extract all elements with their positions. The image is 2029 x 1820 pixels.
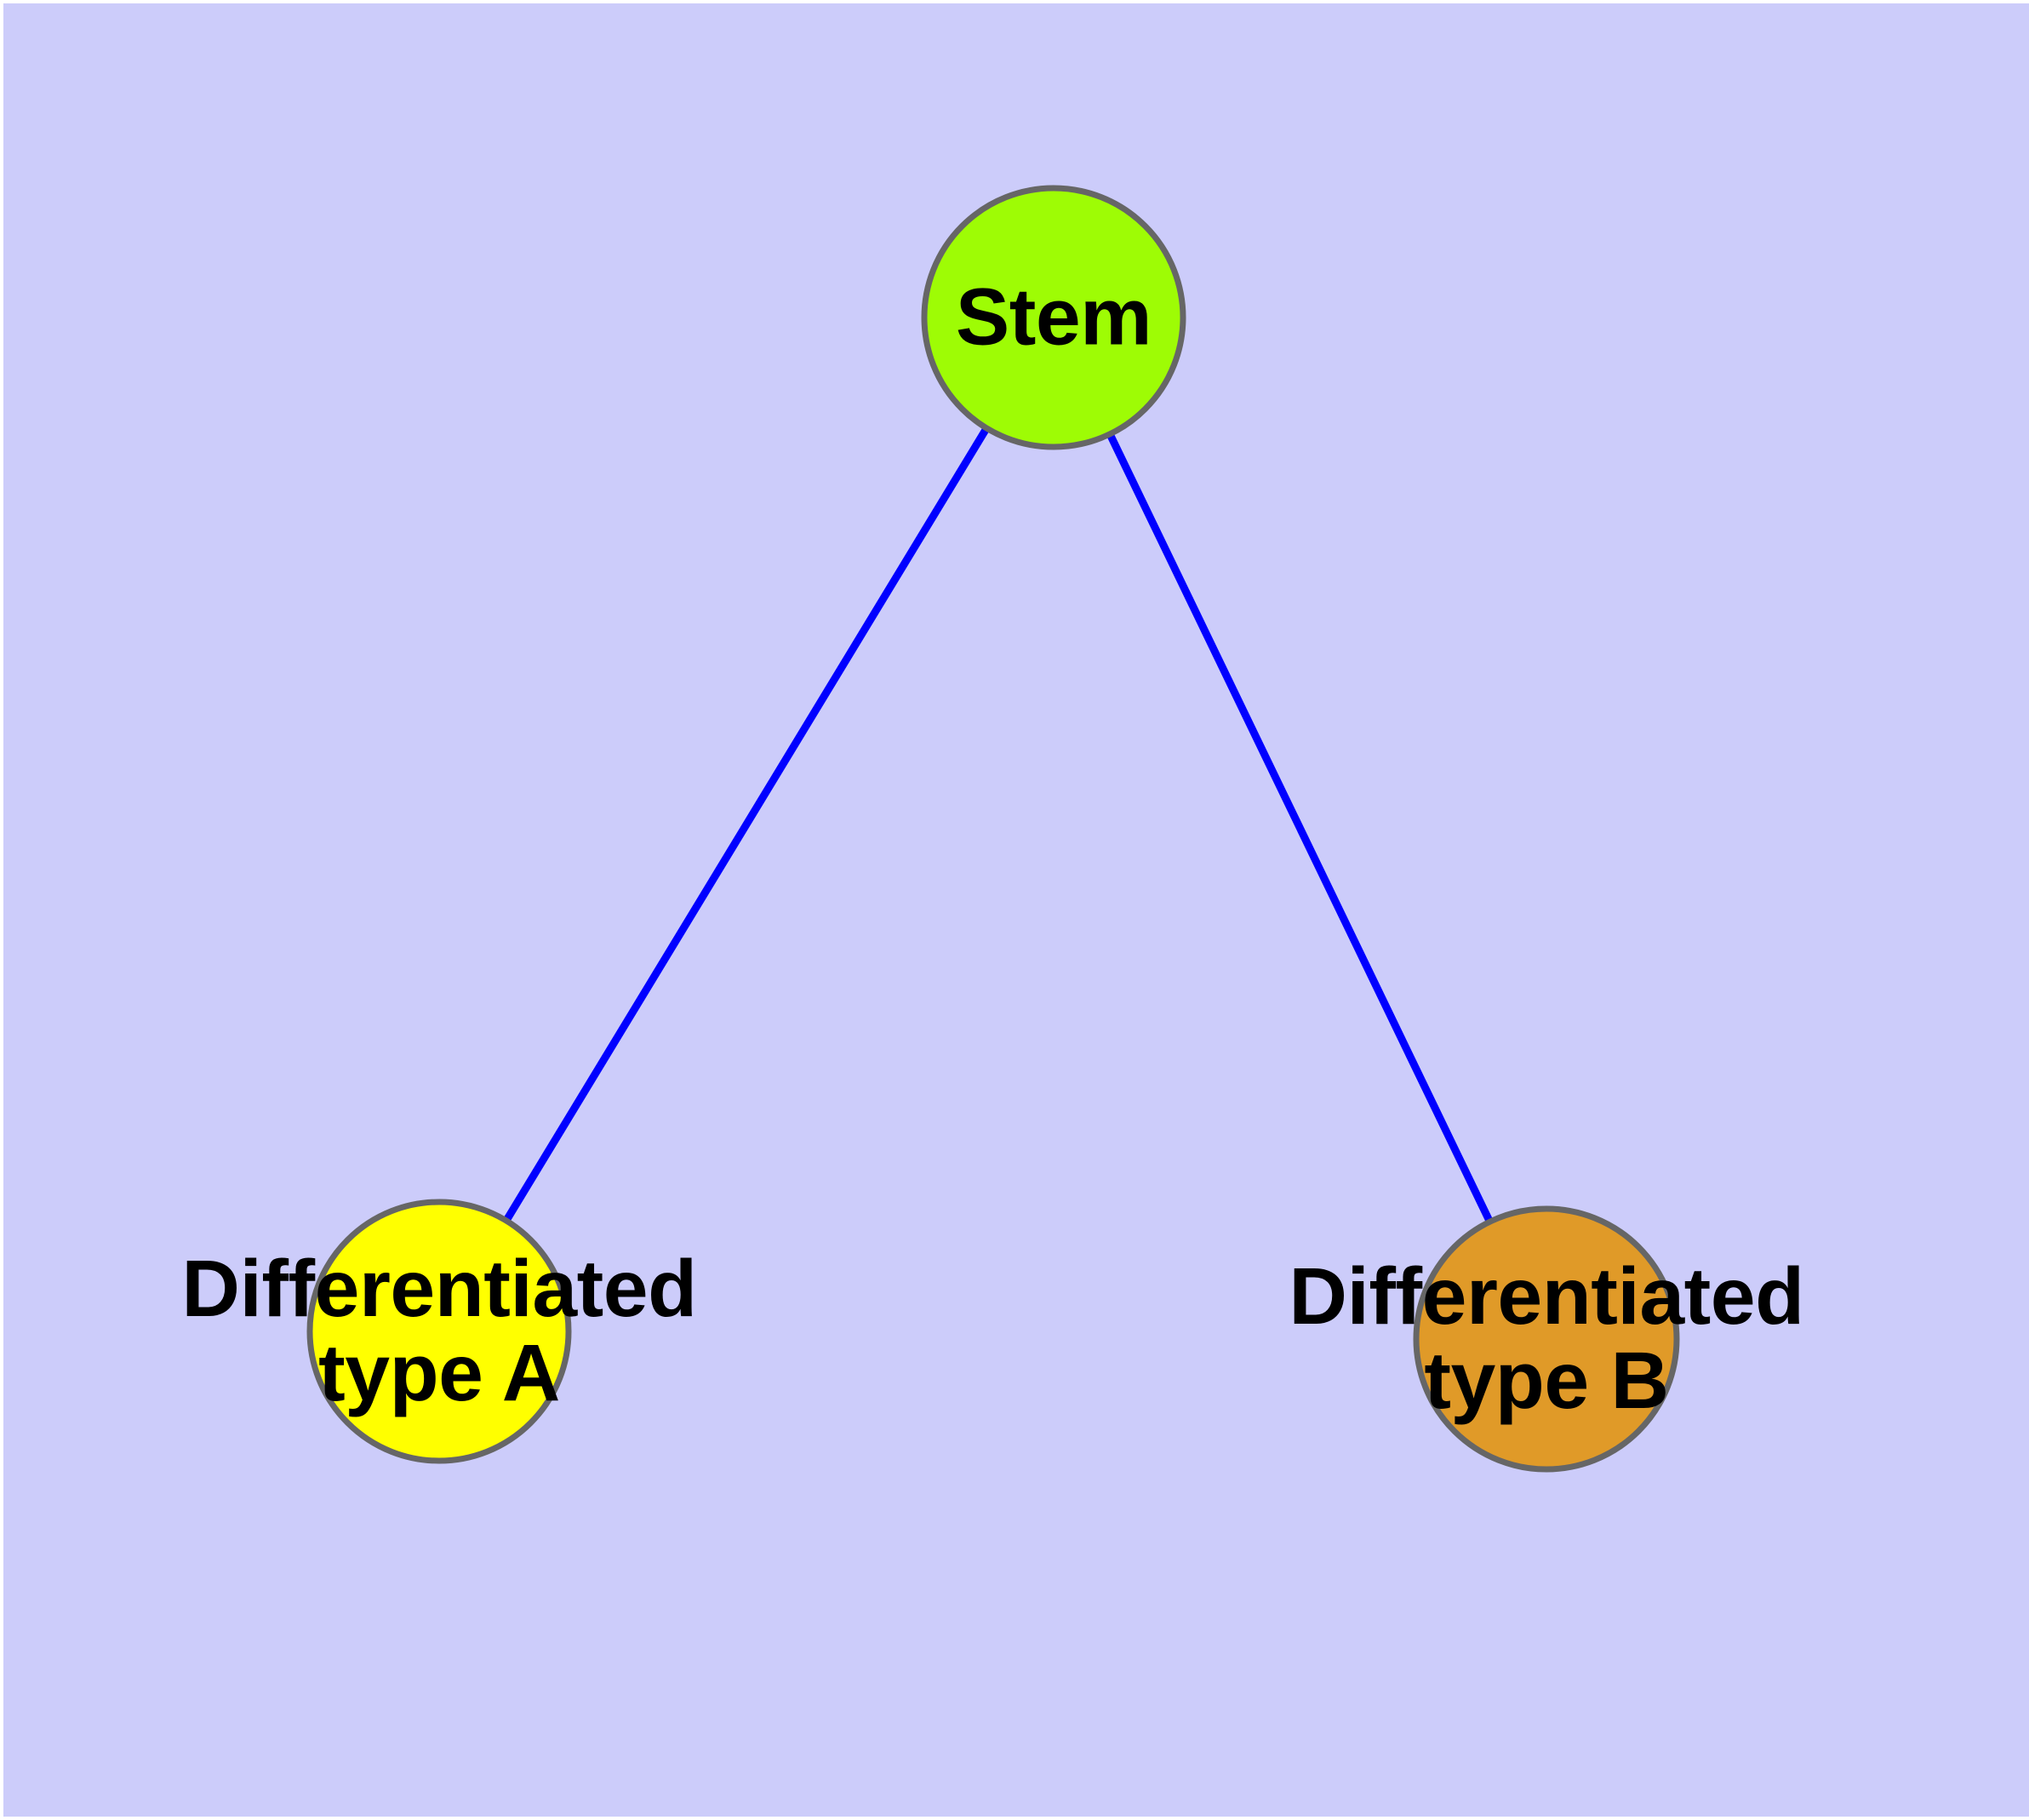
node-differentiated-type-a[interactable] xyxy=(306,1199,572,1464)
nodes-layer xyxy=(306,185,1680,1473)
edges-layer xyxy=(436,315,1551,1341)
node-stem[interactable] xyxy=(921,185,1186,450)
node-differentiated-type-b[interactable] xyxy=(1413,1205,1680,1473)
edge-stem-to-differentiated-type-b[interactable] xyxy=(1049,316,1551,1341)
edge-stem-to-differentiated-type-a[interactable] xyxy=(436,315,1057,1334)
